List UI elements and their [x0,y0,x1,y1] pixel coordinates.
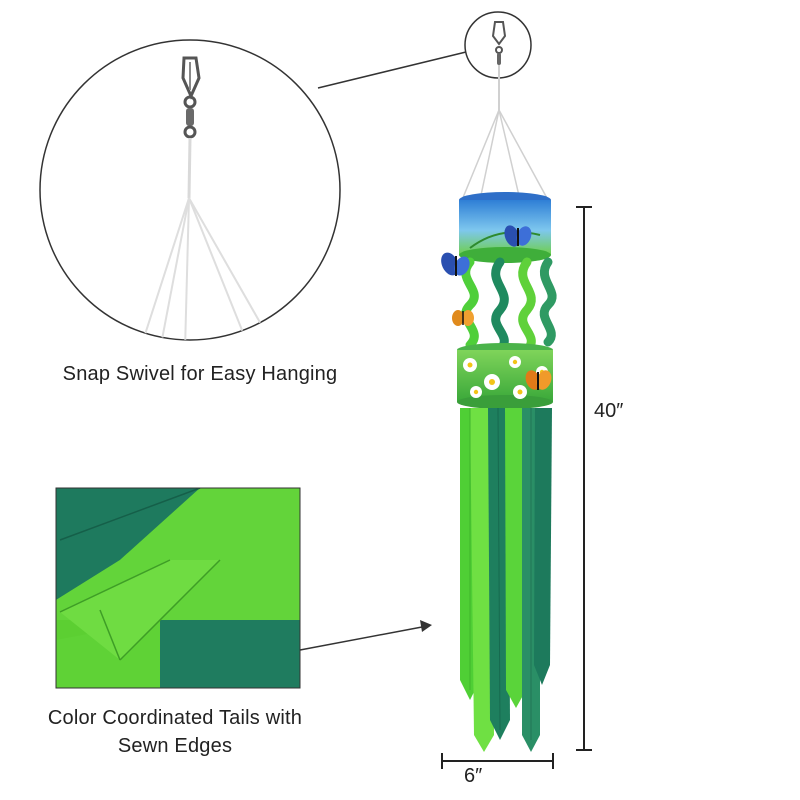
windsock-top-band [459,192,551,263]
swatch-connector-arrow [299,620,432,651]
tails-caption-line2: Sewn Edges [117,735,233,757]
tails-caption-line1: Color Coordinated Tails with [47,707,303,729]
tails-caption: Color Coordinated Tails with Sewn Edges [20,704,330,760]
windsock-hanger [461,21,549,201]
height-dimension-line [576,206,592,751]
butterfly-icon [441,252,470,276]
swivel-detail [139,56,271,340]
windsock-tails [460,407,552,752]
butterfly-icon [525,370,552,390]
tail-fabric-swatch [55,487,301,689]
butterfly-icon [504,225,532,247]
width-label: 6″ [464,765,483,787]
snap-swivel-caption: Snap Swivel for Easy Hanging [62,363,338,385]
windsock-spirals [461,257,557,355]
height-label: 40″ [594,400,624,422]
butterfly-icon [452,310,474,326]
swivel-connector-line [317,51,467,89]
swivel-zoom-circle [39,39,341,341]
width-dimension-line [441,753,554,769]
